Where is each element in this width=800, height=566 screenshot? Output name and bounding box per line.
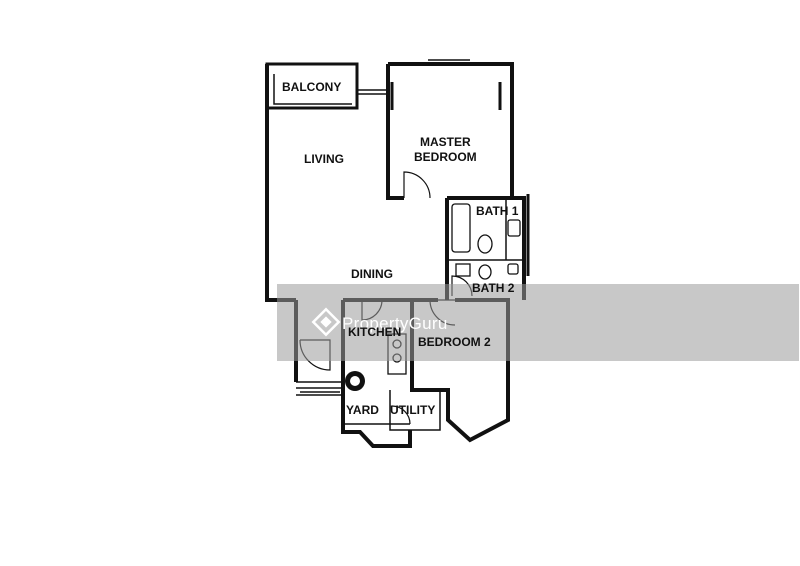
room-label-utility: UTILITY xyxy=(390,403,435,417)
room-label-bath2: BATH 2 xyxy=(472,281,515,295)
room-label-balcony: BALCONY xyxy=(282,80,341,94)
room-label-dining: DINING xyxy=(351,267,393,281)
room-label-bath1: BATH 1 xyxy=(476,204,519,218)
watermark: PropertyGuru xyxy=(277,284,799,361)
water-heater-icon xyxy=(350,376,360,386)
room-label-living: LIVING xyxy=(304,152,344,166)
room-label-yard: YARD xyxy=(346,403,379,417)
walls xyxy=(265,59,530,448)
sink-icon xyxy=(507,219,521,237)
room-label-kitchen: KITCHEN xyxy=(348,325,401,339)
toilet-icon xyxy=(478,264,492,280)
propertyguru-diamond-icon xyxy=(311,307,341,337)
toilet-icon xyxy=(477,234,493,254)
watermark-text: PropertyGuru xyxy=(342,314,448,333)
sink-icon xyxy=(507,263,519,275)
room-labels: BALCONY LIVING MASTER BEDROOM BATH 1 DIN… xyxy=(282,80,519,417)
bathtub-icon xyxy=(451,203,471,253)
room-label-bedroom2: BEDROOM 2 xyxy=(418,335,491,349)
room-label-master-line2: BEDROOM xyxy=(414,150,477,164)
room-label-master-line1: MASTER xyxy=(420,135,471,149)
shower-icon xyxy=(455,263,471,277)
watermark-band xyxy=(277,284,799,361)
